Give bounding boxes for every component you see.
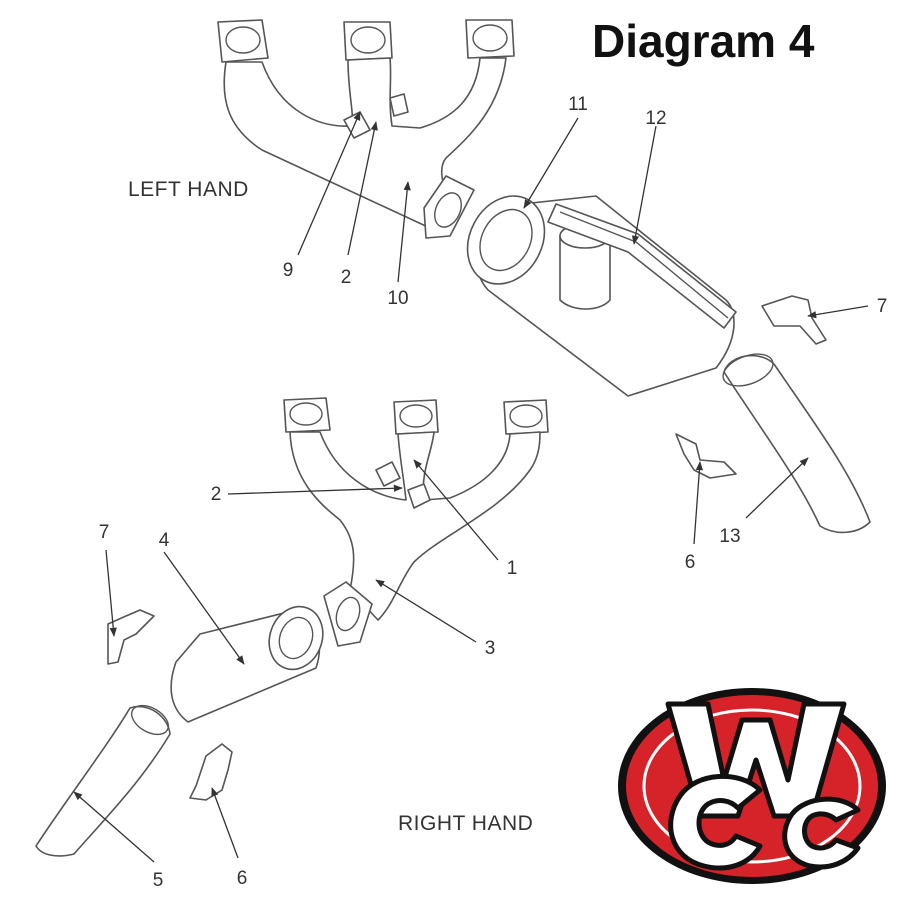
right-hanger-6 [189,743,233,801]
callout-6-left: 6 [685,552,696,573]
callout-3: 3 [485,638,496,659]
right-manifold-flange-1 [283,397,331,433]
left-manifold-flange-2 [343,21,393,61]
callout-13: 13 [719,526,740,547]
right-manifold-runners [289,431,541,621]
callout-6-right: 6 [237,868,248,889]
left-hand-label: LEFT HAND [128,178,249,201]
wcc-logo [618,688,886,884]
muffler-outlet-stub [559,235,611,310]
left-hanger-6 [675,433,737,479]
right-hanger-7 [107,609,155,665]
diagram-title: Diagram 4 [592,15,815,67]
callout-7-right: 7 [99,522,110,543]
logo-letter-c-1 [668,773,763,871]
left-clamp-tab [389,93,409,117]
callout-7-left: 7 [877,296,888,317]
callout-12: 12 [645,108,666,129]
callout-2-right: 2 [211,484,222,505]
right-manifold-flange-3 [503,399,549,435]
left-hanger-7 [761,295,827,345]
left-manifold-flange-1 [217,19,269,63]
muffler-heat-shield [547,203,737,329]
left-manifold-outlet-flange [423,175,475,239]
callout-numbers: 9 2 10 11 12 7 6 13 2 1 3 4 7 5 6 [99,94,888,891]
callout-10: 10 [387,288,408,309]
callout-1: 1 [507,558,518,579]
right-clamp-1 [375,461,401,487]
callout-5: 5 [153,870,164,891]
callout-2-left: 2 [341,267,352,288]
logo-letter-c-2 [782,796,861,870]
right-hand-muffler [170,605,324,723]
right-clamp-2 [407,483,431,509]
left-manifold-flange-3 [465,19,515,59]
callout-4: 4 [159,530,170,551]
callout-11: 11 [568,94,588,115]
left-tail-pipe [723,354,871,534]
callout-9: 9 [283,260,294,281]
leader-lines [73,111,869,863]
right-hand-label: RIGHT HAND [398,812,534,835]
right-tail-pipe [35,705,171,857]
right-manifold-flange-2 [393,399,439,435]
left-hand-manifold [217,19,515,239]
left-hand-muffler [466,195,737,397]
right-manifold-outlet-flange [323,581,373,647]
right-hand-manifold [283,397,549,647]
